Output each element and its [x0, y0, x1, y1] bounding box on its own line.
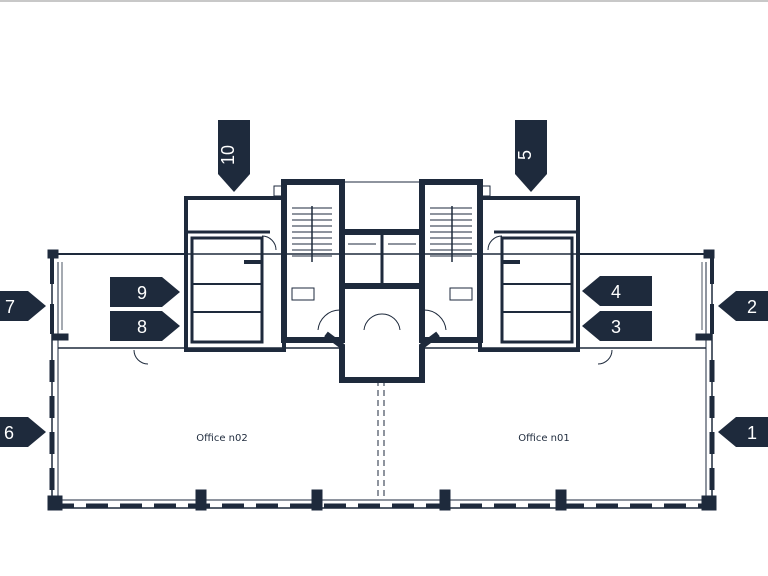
- view-marker-2-label: 2: [747, 297, 757, 317]
- room-label-office-n01: Office n01: [518, 433, 569, 444]
- view-marker-8[interactable]: 8: [110, 311, 180, 341]
- building-outline: [47, 249, 717, 511]
- view-marker-1[interactable]: 1: [718, 417, 768, 447]
- view-marker-7-label: 7: [5, 297, 15, 317]
- view-marker-6[interactable]: 6: [0, 417, 46, 447]
- view-marker-8-label: 8: [137, 317, 147, 337]
- view-marker-3[interactable]: 3: [582, 311, 652, 341]
- room-label-office-n02: Office n02: [196, 433, 247, 444]
- view-marker-5-label: 5: [515, 150, 535, 160]
- view-marker-2[interactable]: 2: [718, 291, 768, 321]
- view-marker-10-label: 10: [218, 145, 238, 165]
- view-marker-7[interactable]: 7: [0, 291, 46, 321]
- view-marker-4-label: 4: [611, 282, 621, 302]
- view-marker-3-label: 3: [611, 317, 621, 337]
- view-marker-9[interactable]: 9: [110, 277, 180, 307]
- view-marker-9-label: 9: [137, 283, 147, 303]
- view-marker-1-label: 1: [747, 423, 757, 443]
- view-marker-4[interactable]: 4: [582, 276, 652, 306]
- core-walls: [133, 179, 613, 383]
- view-marker-10[interactable]: 10: [218, 120, 250, 192]
- view-marker-5[interactable]: 5: [515, 120, 547, 192]
- view-marker-6-label: 6: [4, 423, 14, 443]
